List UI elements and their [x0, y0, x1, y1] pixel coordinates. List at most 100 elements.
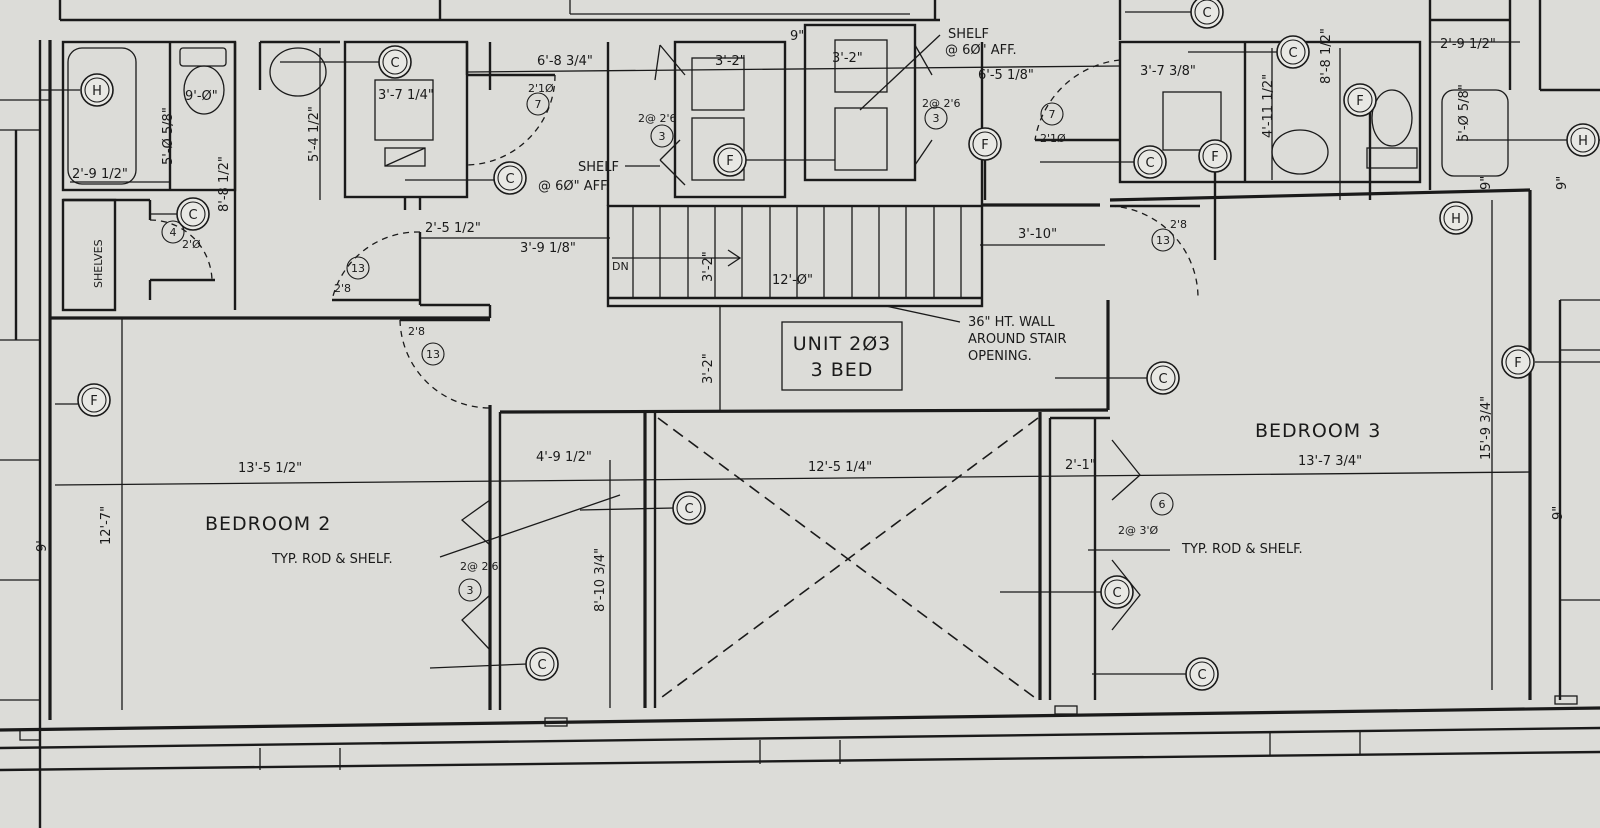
dim-19: 12'-Ø" — [772, 273, 813, 288]
closet-top — [343, 40, 556, 210]
note-stair-wall-1: 36" HT. WALL — [968, 315, 1055, 330]
door-size-10: 2@ 3'Ø — [1118, 524, 1159, 537]
note-shelf-upper: SHELF — [948, 27, 989, 42]
door-size-3: 2@ 2'6 — [922, 97, 961, 110]
note-stair-wall-2: AROUND STAIR — [968, 332, 1066, 347]
bottom-exterior-wall — [0, 695, 1600, 772]
dim-10: 3'-7 1/4" — [378, 88, 434, 103]
door-swings — [331, 204, 1200, 651]
dim-5: 3'-7 3/8" — [1140, 64, 1196, 79]
room-label-bedroom-2: BEDROOM 2 — [205, 513, 331, 535]
dim-18: 3'-2" — [701, 251, 716, 282]
tag-f-4: F — [1356, 94, 1363, 109]
room-label-bedroom-3: BEDROOM 3 — [1255, 420, 1381, 442]
tag-c-4: C — [1202, 6, 1211, 21]
dim-20: 3'-10" — [1018, 227, 1057, 242]
note-stair-down: DN — [612, 260, 629, 273]
door-size-5: 2'Ø — [182, 238, 201, 251]
note-rod-shelf-right: TYP. ROD & SHELF. — [1181, 542, 1303, 557]
tag-f-2: F — [981, 138, 988, 153]
note-shelves: SHELVES — [92, 239, 105, 288]
door-size-9: 2@ 2'6 — [460, 560, 499, 573]
door-size-1: 2'1Ø — [528, 82, 554, 95]
tag-c-2: C — [505, 172, 514, 187]
door-size-7: 2'8 — [408, 325, 425, 338]
door-size-2: 2@ 2'6 — [638, 112, 677, 125]
bathroom-left — [61, 40, 340, 310]
dim-9: 9'-Ø" — [185, 89, 218, 104]
door-tag-4: 4 — [170, 226, 177, 239]
dim-8: 4'-11 1/2" — [1261, 74, 1276, 138]
door-size-texts: 2'1Ø 2@ 2'6 2@ 2'6 2'1Ø 2'Ø 2'8 2'8 2'8 … — [182, 82, 1187, 573]
dim-30: 9" — [790, 29, 804, 44]
tag-c-5: C — [1288, 46, 1297, 61]
dim-21: 3'-2" — [701, 353, 716, 384]
stair — [606, 204, 984, 323]
tag-h-1: H — [92, 84, 102, 99]
dim-17: 3'-9 1/8" — [520, 241, 576, 256]
unit-label-box — [781, 321, 903, 391]
tag-f-5: F — [90, 394, 97, 409]
dim-12: 5'-Ø 5/8" — [161, 107, 176, 165]
dim-27: 15'-9 3/4" — [1479, 396, 1494, 460]
left-exterior-wall — [0, 40, 52, 828]
dim-28: 12'-7" — [99, 506, 114, 545]
dim-26: 13'-7 3/4" — [1298, 454, 1362, 469]
door-tag-3c: 3 — [467, 584, 474, 597]
dim-25: 2'-1" — [1065, 458, 1096, 473]
open-to-below — [657, 417, 1039, 701]
right-exterior-wall — [1528, 190, 1600, 700]
dim-1: 6'-8 3/4" — [537, 54, 593, 69]
door-tag-13c: 13 — [1156, 234, 1170, 247]
dim-31: 9" — [1479, 176, 1494, 190]
shelves-closet — [61, 198, 215, 312]
tag-c-3: C — [188, 208, 197, 223]
door-tag-6: 6 — [1159, 498, 1166, 511]
dim-3: 3'-2" — [832, 51, 863, 66]
unit-bedrooms: 3 BED — [811, 359, 874, 381]
note-stair-wall-3: OPENING. — [968, 349, 1032, 364]
note-shelf-lower-aff: @ 6Ø" AFF. — [538, 179, 610, 194]
bathroom-right — [1034, 20, 1509, 190]
tag-c-11: C — [1197, 668, 1206, 683]
door-size-8: 2'8 — [1170, 218, 1187, 231]
fixture-tags: C C C C C C C C C C C F — [40, 0, 1600, 691]
interior-walls — [50, 42, 1531, 710]
tag-c-8: C — [684, 502, 693, 517]
dim-34: 9' — [35, 540, 50, 552]
door-number-tags: 7 3 3 7 4 13 13 13 3 6 — [161, 92, 1175, 602]
dimension-texts: 6'-8 3/4" 3'-2" 3'-2" 6'-5 1/8" 3'-7 3/8… — [35, 28, 1570, 612]
dim-22: 13'-5 1/2" — [238, 461, 302, 476]
tag-h-2: H — [1578, 134, 1588, 149]
dim-16: 2'-5 1/2" — [425, 221, 481, 236]
door-tag-3b: 3 — [933, 112, 940, 125]
door-size-4: 2'1Ø — [1040, 132, 1066, 145]
door-tag-7a: 7 — [535, 98, 542, 111]
dimension-lines — [54, 41, 1531, 710]
note-shelf-upper-aff: @ 6Ø" AFF. — [945, 43, 1017, 58]
door-tag-13b: 13 — [426, 348, 440, 361]
upper-walls — [58, 0, 1600, 92]
tag-c-6: C — [1145, 156, 1154, 171]
tag-c-10: C — [1112, 586, 1121, 601]
note-shelf-lower: SHELF — [578, 160, 619, 175]
dim-29: 8'-10 3/4" — [593, 548, 608, 612]
dim-4: 6'-5 1/8" — [978, 68, 1034, 83]
tag-h-3: H — [1451, 212, 1461, 227]
door-tag-7b: 7 — [1049, 108, 1056, 121]
dim-14: 2'-9 1/2" — [72, 167, 128, 182]
dim-33: 9" — [1555, 176, 1570, 190]
tag-c-9: C — [537, 658, 546, 673]
tag-c-7: C — [1158, 372, 1167, 387]
dim-7: 8'-8 1/2" — [1319, 28, 1334, 84]
tag-f-6: F — [1514, 356, 1521, 371]
tag-f-1: F — [726, 154, 733, 169]
dim-6: 2'-9 1/2" — [1440, 37, 1496, 52]
dim-32: 9" — [1551, 506, 1566, 520]
tag-f-3: F — [1211, 150, 1218, 165]
dim-15: 5'-Ø 5/8" — [1457, 84, 1472, 142]
door-tag-13a: 13 — [351, 262, 365, 275]
door-tag-3a: 3 — [659, 130, 666, 143]
dim-11: 5'-4 1/2" — [307, 106, 322, 162]
